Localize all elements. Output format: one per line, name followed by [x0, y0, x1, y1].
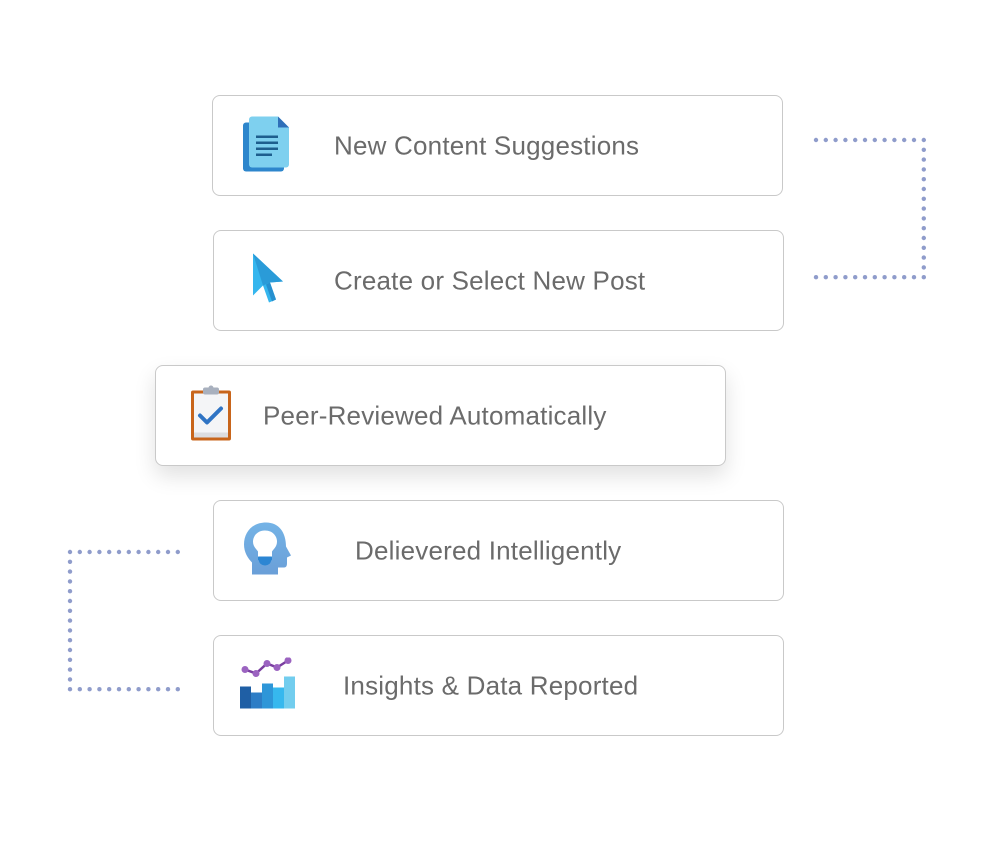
- connector-dot: [77, 549, 82, 555]
- connector-dot: [67, 579, 73, 584]
- connector-dot: [67, 559, 73, 564]
- connector-dot: [921, 147, 926, 152]
- step-label: Create or Select New Post: [334, 265, 646, 295]
- connector-dot: [77, 687, 82, 692]
- connector-dot: [67, 608, 73, 613]
- connector-dot: [175, 549, 180, 555]
- connector-dot: [921, 137, 926, 143]
- connector-dot: [67, 569, 73, 574]
- connector-dot: [175, 687, 180, 692]
- connector-dot: [921, 235, 926, 241]
- connector-dot: [921, 255, 926, 260]
- bar-line-chart-icon: [239, 656, 295, 714]
- connector-dot: [107, 549, 112, 555]
- connector-dot: [862, 137, 868, 143]
- connector-dot: [126, 687, 131, 692]
- connector-dot: [882, 137, 887, 143]
- clipboard-check-icon: [188, 384, 234, 447]
- connector-dot: [921, 206, 926, 211]
- connector-dot: [823, 275, 828, 280]
- connector-dot: [813, 275, 819, 280]
- document-icon: [243, 114, 291, 177]
- connector-dot: [67, 589, 73, 594]
- connector-dot: [833, 275, 838, 280]
- step-card-new-content-suggestions[interactable]: New Content Suggestions: [212, 95, 783, 196]
- connector-dot: [67, 667, 73, 672]
- connector-dot: [921, 157, 926, 162]
- connector-dot: [126, 549, 131, 555]
- connector-dot: [843, 275, 848, 280]
- connector-dot: [882, 275, 887, 280]
- connector-left: [67, 549, 180, 692]
- step-card-create-or-select-new-post[interactable]: Create or Select New Post: [213, 230, 784, 331]
- head-lightbulb-icon: [242, 520, 294, 581]
- connector-dot: [67, 657, 73, 662]
- connector-dot: [833, 137, 838, 143]
- connector-dot: [921, 245, 926, 250]
- connector-dot: [156, 687, 161, 692]
- connector-dot: [67, 687, 73, 692]
- connector-dot: [813, 137, 819, 143]
- cursor-icon: [250, 251, 286, 310]
- connector-dot: [136, 687, 141, 692]
- connector-dot: [921, 226, 926, 231]
- connector-dot: [872, 275, 877, 280]
- connector-dot: [823, 137, 828, 143]
- connector-dot: [853, 137, 858, 143]
- step-card-insights-and-data-reported[interactable]: Insights & Data Reported: [213, 635, 784, 736]
- connector-dot: [67, 628, 73, 633]
- connector-dot: [921, 265, 926, 270]
- step-card-delievered-intelligently[interactable]: Delievered Intelligently: [213, 500, 784, 601]
- connector-dot: [67, 647, 73, 653]
- connector-dot: [853, 275, 858, 280]
- connector-dot: [67, 598, 73, 604]
- connector-dot: [67, 549, 73, 555]
- connector-dot: [156, 549, 161, 555]
- connector-dot: [97, 549, 102, 555]
- step-label: Insights & Data Reported: [343, 670, 639, 700]
- connector-dot: [116, 549, 122, 555]
- connector-dot: [862, 275, 868, 280]
- connector-dot: [921, 216, 926, 221]
- connector-dot: [87, 687, 92, 692]
- connector-dot: [146, 687, 151, 692]
- connector-dot: [892, 275, 897, 280]
- connector-dot: [921, 186, 926, 192]
- connector-dot: [146, 549, 151, 555]
- connector-dot: [892, 137, 897, 143]
- connector-dot: [165, 687, 171, 692]
- step-label: Delievered Intelligently: [355, 535, 622, 565]
- connector-dot: [872, 137, 877, 143]
- connector-dot: [67, 677, 73, 682]
- step-label: New Content Suggestions: [334, 130, 640, 160]
- connector-dot: [921, 167, 926, 172]
- connector-dot: [921, 177, 926, 182]
- connector-dot: [67, 618, 73, 623]
- connector-dot: [921, 275, 926, 280]
- connector-dot: [911, 137, 917, 143]
- connector-dot: [67, 638, 73, 643]
- connector-dot: [87, 549, 92, 555]
- connector-dot: [107, 687, 112, 692]
- connector-dot: [165, 549, 171, 555]
- connector-dot: [97, 687, 102, 692]
- connector-dot: [116, 687, 122, 692]
- connector-right: [813, 137, 926, 280]
- connector-dot: [911, 275, 917, 280]
- connector-dot: [921, 196, 926, 201]
- step-card-peer-reviewed-automatically[interactable]: Peer-Reviewed Automatically: [155, 365, 726, 466]
- connector-dot: [902, 137, 907, 143]
- connector-dot: [136, 549, 141, 555]
- connector-dot: [902, 275, 907, 280]
- step-label: Peer-Reviewed Automatically: [263, 400, 607, 430]
- connector-dot: [843, 137, 848, 143]
